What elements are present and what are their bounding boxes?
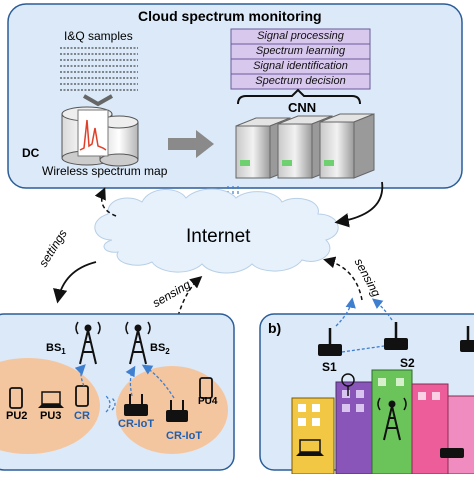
- internet-to-dc-arrow: [94, 187, 117, 217]
- cr-label: CR: [74, 410, 90, 422]
- sensing-links-a: [74, 364, 175, 413]
- city-buildings: [291, 369, 474, 475]
- tower-bs2: [125, 321, 151, 365]
- cloud-panel-title: Cloud spectrum monitoring: [138, 8, 322, 24]
- task-spectrum-decision: Spectrum decision: [255, 75, 346, 87]
- cnn-label: CNN: [288, 100, 317, 115]
- cr-iot-router-2: [166, 400, 188, 422]
- pu4-phone-icon: [199, 377, 213, 399]
- iq-samples-label: I&Q samples: [64, 29, 133, 43]
- s1-label: S1: [322, 360, 337, 374]
- sensor-s3: [460, 326, 474, 352]
- pu3-laptop-icon: [38, 391, 64, 408]
- pu2-phone-icon: [9, 387, 23, 409]
- spectrum-icon: [77, 109, 109, 157]
- cr-iot-label-2: CR-IoT: [166, 430, 203, 442]
- sensor-s2: [384, 322, 408, 350]
- cnn-to-internet-arrow: [334, 181, 384, 228]
- down-arrow: [83, 94, 113, 107]
- cr-iot-label-1: CR-IoT: [118, 418, 155, 430]
- bs1-label: BS1: [46, 342, 66, 357]
- iq-samples-grid: [60, 47, 138, 91]
- internet-label: Internet: [186, 226, 251, 247]
- map-label: Wireless spectrum map: [42, 164, 168, 178]
- cr-phone-icon: [75, 385, 89, 407]
- pu3-label: PU3: [40, 410, 62, 422]
- task-spectrum-learning: Spectrum learning: [255, 45, 346, 57]
- sensing-links-b: [335, 297, 393, 353]
- bs2-label: BS2: [150, 342, 170, 357]
- task-signal-processing: Signal processing: [257, 30, 344, 42]
- dc-label: DC: [22, 146, 40, 160]
- s2-label: S2: [400, 356, 415, 370]
- panel-b-label: b): [268, 320, 282, 336]
- tower-bs1: [75, 321, 101, 365]
- sensor-s1: [318, 328, 342, 356]
- sensing-arrow-b: [323, 256, 363, 301]
- dc-to-cnn-arrow: [168, 130, 214, 158]
- pu2-label: PU2: [6, 410, 28, 422]
- sensing-arrow-a: [177, 276, 203, 317]
- task-signal-identification: Signal identification: [253, 60, 348, 72]
- server-icon: [235, 113, 375, 179]
- settings-arrow: [53, 261, 97, 304]
- cr-iot-router-1: [124, 394, 148, 416]
- task-bracket: [237, 88, 361, 105]
- pu4-label: PU4: [198, 396, 218, 407]
- task-stack: [230, 28, 371, 90]
